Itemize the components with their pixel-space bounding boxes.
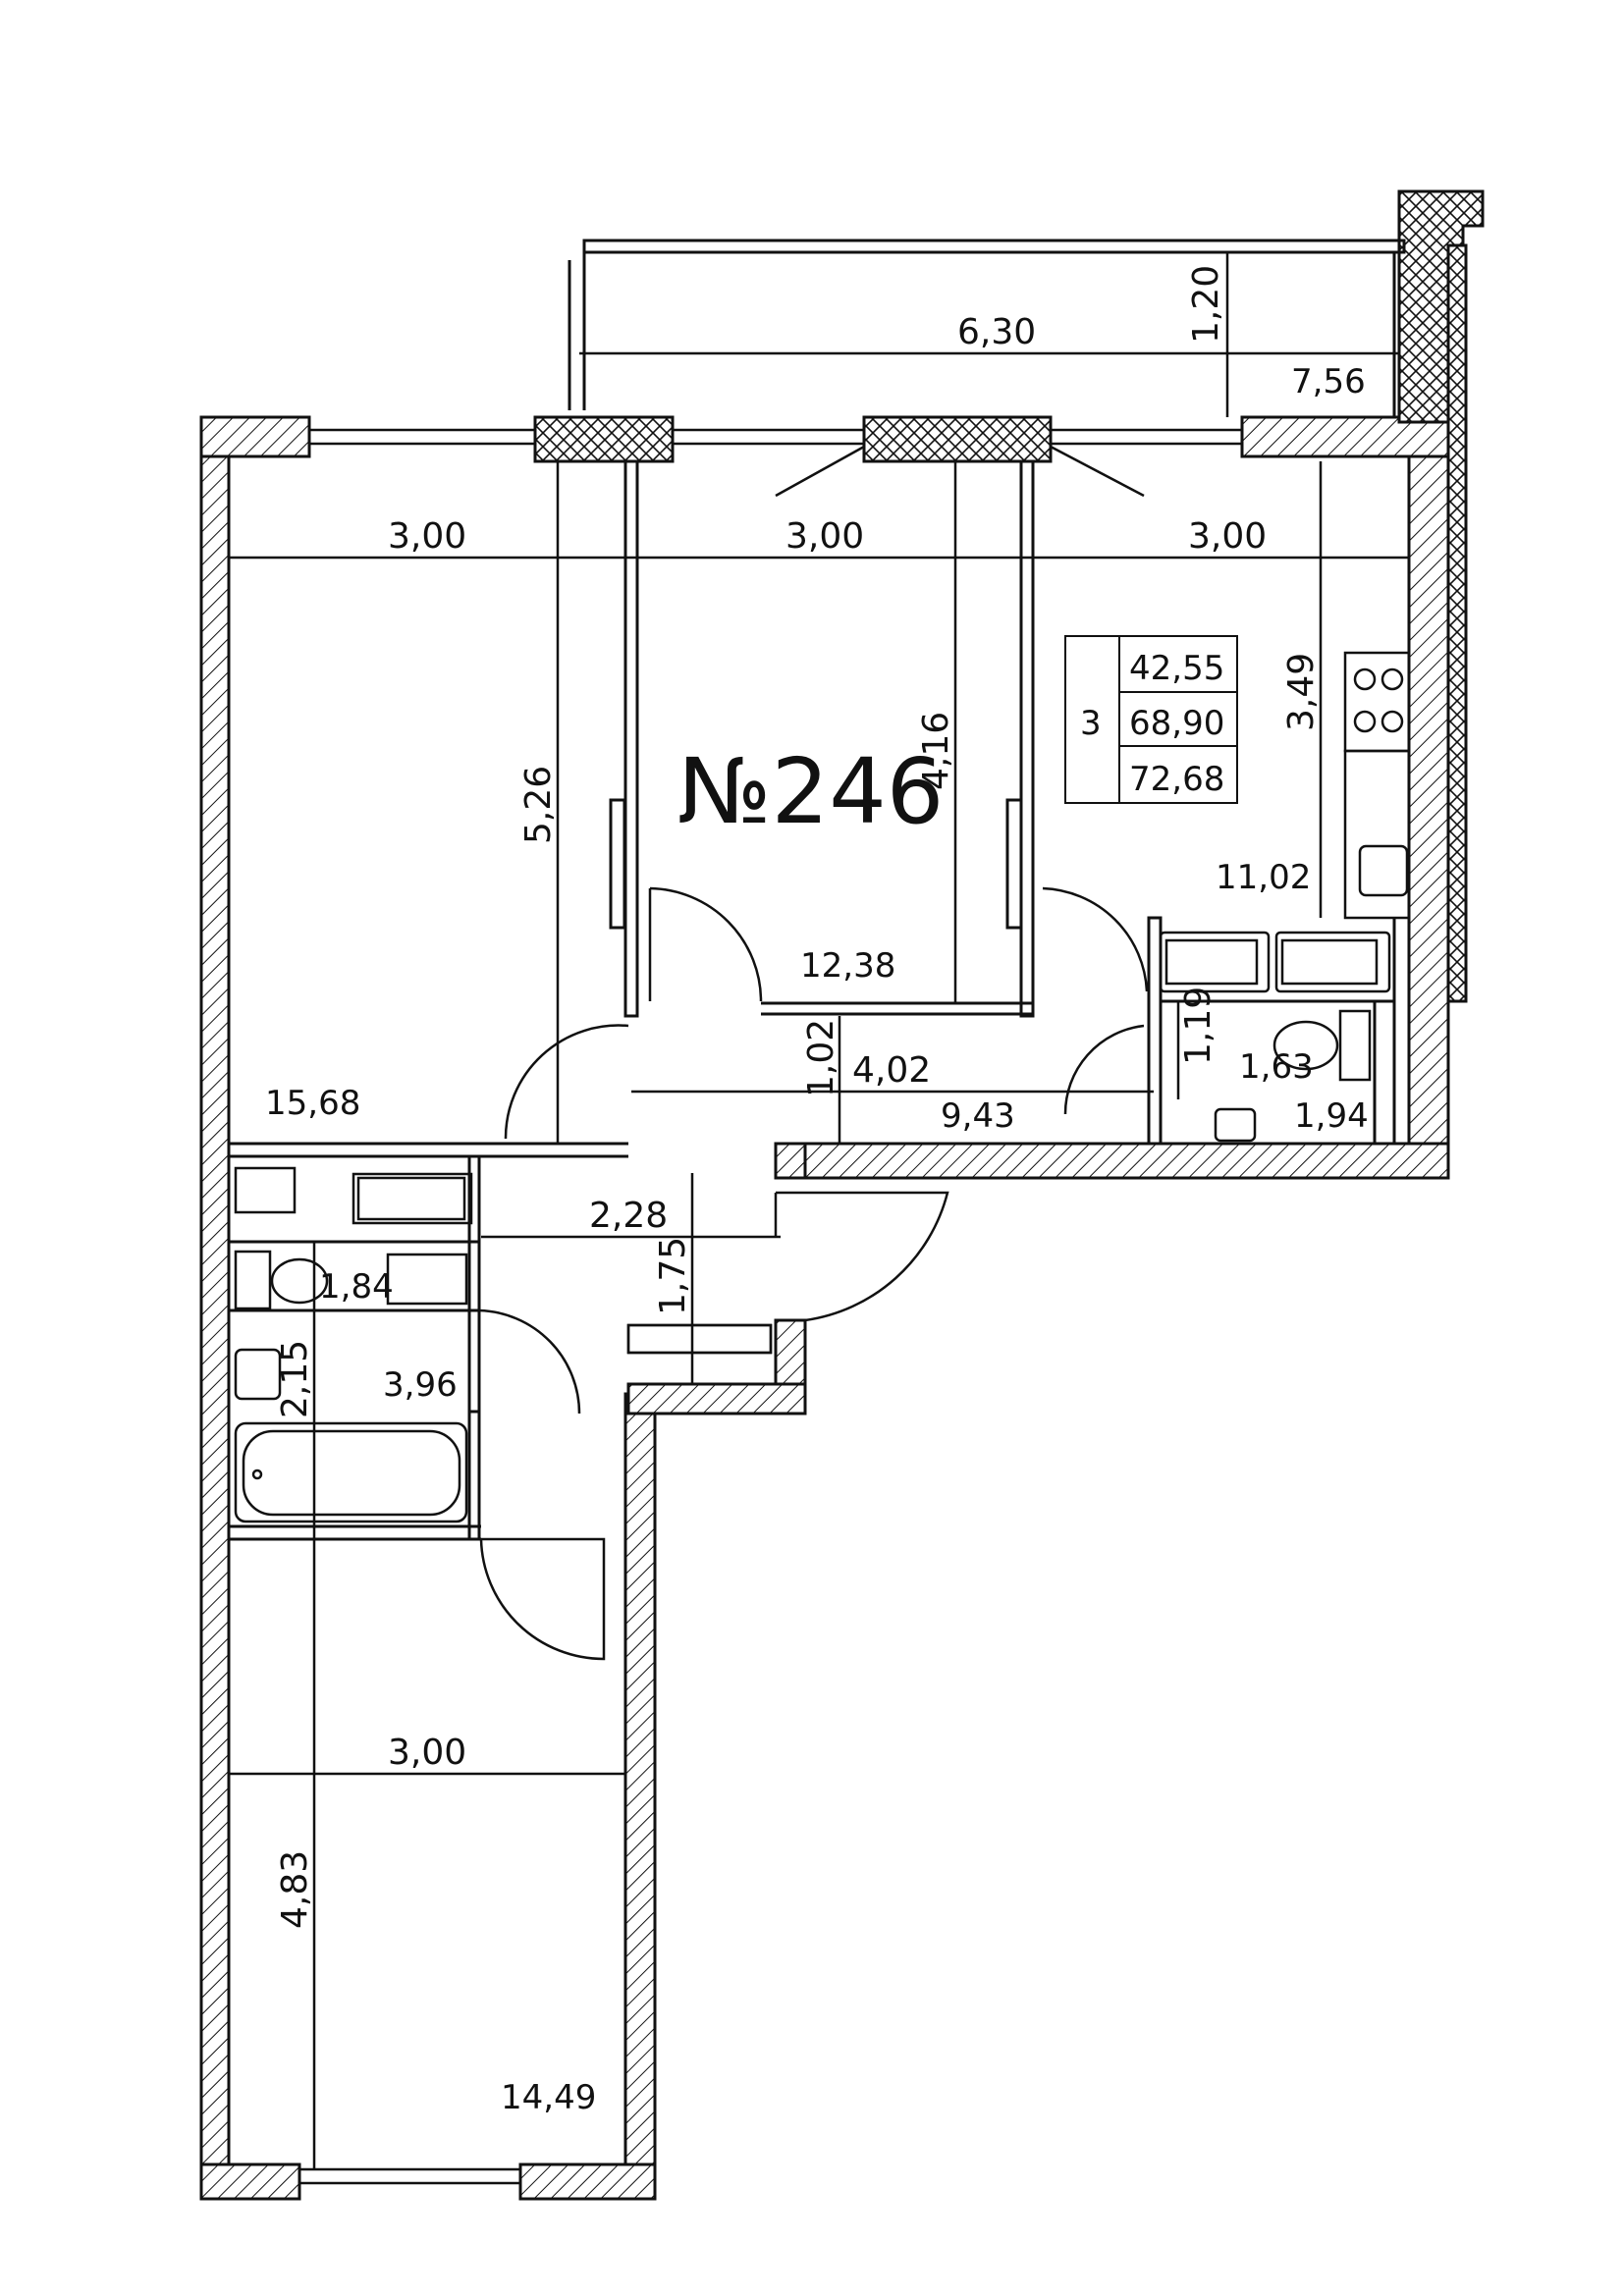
dim-bottom-depth: 4,83 — [275, 1850, 315, 1929]
stove-icon — [1343, 651, 1411, 753]
sink-icon — [1214, 1107, 1257, 1143]
summary-living-area: 42,55 — [1129, 649, 1224, 688]
summary-rooms: 3 — [1080, 704, 1102, 743]
dim-hall-width: 4,02 — [852, 1050, 931, 1091]
interior-partitions — [229, 459, 1396, 1541]
labels: №246 3 42,55 68,90 72,68 7,56 15,68 12,3… — [265, 265, 1369, 2117]
area-balcony: 7,56 — [1291, 362, 1366, 401]
dim-kitchen-depth: 3,49 — [1281, 653, 1322, 731]
dim-center-width: 3,00 — [785, 516, 864, 557]
dim-center-depth: 4,16 — [916, 712, 956, 790]
summary-table — [1064, 635, 1238, 804]
area-kitchen: 11,02 — [1216, 858, 1311, 897]
area-bedroom-left: 15,68 — [265, 1084, 360, 1123]
exterior-walls — [199, 415, 1450, 2201]
dim-corridor-width: 2,28 — [589, 1196, 668, 1236]
dim-balcony-depth: 1,20 — [1186, 265, 1226, 344]
balcony-side-wall — [533, 189, 1485, 1003]
area-wc-left: 1,84 — [319, 1267, 394, 1307]
dim-bath-depth: 2,15 — [275, 1340, 315, 1418]
dim-toilet-depth: 1,19 — [1178, 987, 1218, 1065]
toilet-icon — [1338, 1009, 1372, 1082]
dim-left-depth: 5,26 — [518, 766, 559, 844]
area-hall: 9,43 — [941, 1096, 1015, 1136]
dim-right-width: 3,00 — [1188, 516, 1267, 557]
bathtub-icon — [234, 1421, 468, 1523]
dim-hall-depth: 1,02 — [801, 1019, 841, 1097]
kitchen-sink-icon — [1358, 844, 1409, 897]
doors — [478, 445, 1149, 1661]
dim-left-width: 3,00 — [388, 516, 466, 557]
windows — [298, 428, 1244, 2185]
area-bathroom: 3,96 — [383, 1365, 458, 1405]
dim-bottom-width: 3,00 — [388, 1733, 466, 1773]
fixtures — [234, 651, 1411, 1523]
area-toilet: 1,63 — [1239, 1047, 1314, 1087]
area-bedroom-center: 12,38 — [800, 946, 895, 986]
dim-corridor-depth: 1,75 — [653, 1237, 693, 1315]
balcony — [568, 239, 1406, 417]
area-utility: 1,94 — [1294, 1096, 1369, 1136]
dim-balcony-width: 6,30 — [957, 312, 1036, 352]
dimension-lines — [229, 253, 1409, 2169]
summary-total-with-balcony: 72,68 — [1129, 760, 1224, 799]
summary-total-area: 68,90 — [1129, 704, 1224, 743]
apartment-number: №246 — [677, 739, 944, 844]
area-bedroom-bottom: 14,49 — [501, 2078, 596, 2117]
